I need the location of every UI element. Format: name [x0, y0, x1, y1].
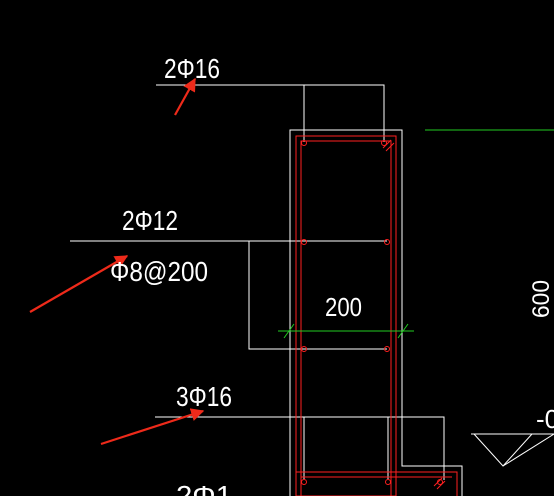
rebar-points [301, 140, 443, 485]
width-dim-label: 200 [325, 292, 362, 322]
elevation-marker [471, 433, 554, 467]
middle-bars-label: 2Φ12 [122, 205, 178, 236]
hook-bottom-right-2 [436, 480, 446, 490]
rebar-stirrups [295, 135, 458, 496]
inner-stirrup [300, 140, 392, 496]
top-bar-leader [156, 84, 385, 142]
width-dim-tick-right [397, 323, 409, 339]
hook-top-right-2 [385, 142, 395, 152]
concrete-outline [289, 129, 463, 496]
bottom-stirrup [296, 471, 458, 496]
width-dim-tick-left [283, 323, 295, 339]
arrow-top-bars [174, 77, 196, 116]
dimensions [278, 129, 554, 339]
top-bars-label: 2Φ16 [164, 53, 220, 84]
arrow-stirrups [29, 255, 129, 313]
stirrup-leader [248, 241, 387, 350]
leader-lines [70, 84, 445, 480]
stirrups-label: Φ8@200 [110, 256, 208, 287]
arrow-bottom-bars [100, 408, 205, 446]
bottom-bar-leader [155, 416, 445, 480]
outer-stirrup [295, 135, 397, 496]
annotation-arrows [29, 77, 205, 446]
hook-top-right-1 [382, 139, 392, 149]
elevation-label: -0 [536, 404, 554, 434]
bottom-partial-label: 2Φ1 [176, 480, 232, 496]
height-dim-label: 600 [528, 280, 554, 318]
bottom-bars-label: 3Φ16 [176, 381, 232, 412]
